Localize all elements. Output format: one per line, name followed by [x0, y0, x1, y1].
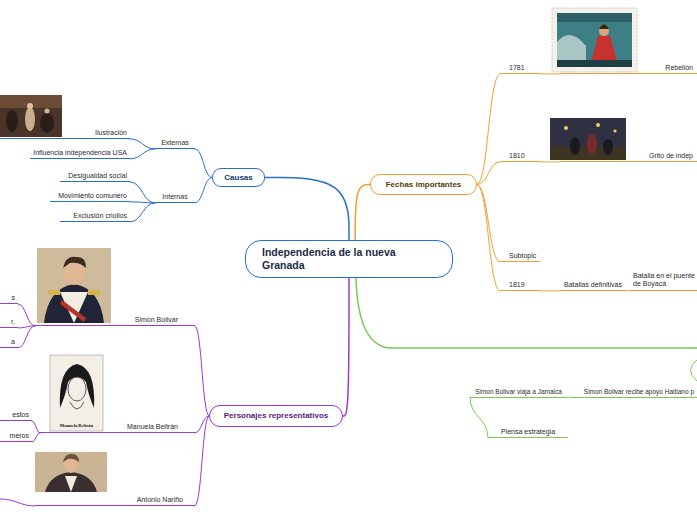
subtopic-line: Simon Bolivar recibe apoyo Haitiano p	[572, 387, 697, 398]
topic-box: Independencia de la nueva Granada	[245, 240, 453, 278]
topic-text: r,	[11, 318, 15, 326]
subtopic-line: Ilustración	[0, 128, 130, 139]
subtopic-line: Rebelión	[560, 63, 697, 74]
subtopic-line: Piensa estrategia	[488, 427, 568, 438]
topic-text: a	[11, 338, 15, 346]
branch-line	[0, 499, 35, 506]
topic-text: Ilustración	[95, 129, 127, 137]
branch-line	[195, 326, 209, 416]
branch-line	[477, 74, 500, 185]
subtopic-line: Desigualdad social	[60, 171, 130, 182]
branch-line	[32, 421, 40, 433]
subtopic-line: Internas	[155, 192, 195, 203]
topic-text: Simón Bolivar	[135, 316, 178, 324]
subtopic-line: 1781	[500, 63, 540, 74]
topic-text: s	[12, 294, 16, 302]
subtopic-line: Simón Bolivar	[35, 315, 195, 326]
topic-box: Personajes representativos	[209, 405, 343, 427]
topic-text: Piensa estrategia	[501, 428, 555, 436]
subtopic-line: a	[0, 337, 18, 348]
topic-text: Independencia de la nueva Granada	[262, 246, 412, 271]
bolivar-portrait	[37, 248, 111, 323]
branch-line	[356, 278, 697, 348]
branch-line	[470, 397, 488, 438]
subtopic-line: Batallas definitivas	[560, 280, 626, 291]
subtopic-line: Subtopic	[500, 251, 540, 262]
subtopic-line: Movimiento comunero	[50, 191, 130, 202]
subtopic-line: estos	[0, 410, 32, 421]
subtopic-line: 1819	[500, 280, 540, 291]
subtopic-line: Antonio Nariño	[35, 495, 195, 506]
narino-portrait	[35, 452, 107, 492]
subtopic-line: meros	[0, 431, 32, 442]
topic-text: 1819	[509, 281, 525, 289]
branch-line	[195, 149, 212, 178]
topic-text: Desigualdad social	[68, 172, 127, 180]
subtopic-line: 1810	[500, 151, 540, 162]
topic-text: Personajes representativos	[224, 411, 329, 421]
branch-line	[130, 202, 155, 203]
topic-box: Causas	[212, 168, 265, 187]
topic-text: meros	[10, 432, 29, 440]
branch-line	[18, 326, 35, 348]
branch-line	[195, 178, 212, 203]
painting-illustration	[0, 95, 62, 137]
branch-line	[130, 149, 155, 159]
topic-text: Rebelión	[665, 64, 693, 72]
topic-text: Externas	[161, 139, 189, 147]
topic-text: Manuela Beltrán	[127, 423, 178, 431]
branch-line	[130, 182, 155, 203]
topic-text: Simon Bolivar recibe apoyo Haitiano p	[584, 388, 694, 396]
topic-text: Influencia independencia USA	[33, 149, 127, 157]
branch-line	[355, 185, 370, 241]
subtopic-line: Exclusión criollos	[60, 211, 130, 222]
topic-text: 1781	[509, 64, 525, 72]
topic-text: 1810	[509, 152, 525, 160]
subtopic-line: Batalla en el puente de Boyacá	[629, 271, 697, 291]
branch-line	[540, 161, 560, 162]
subtopic-line: Externas	[155, 138, 195, 149]
topic-text: Movimiento comunero	[58, 192, 127, 200]
branch-line	[343, 278, 349, 416]
topic-text: Grito de indep	[649, 152, 693, 160]
topic-text: Exclusión criollos	[73, 212, 127, 220]
portrait-caption: Manuela Beltrán	[50, 423, 103, 428]
topic-text: Subtopic	[509, 252, 536, 260]
subtopic-line: s	[0, 293, 18, 304]
topic-text: Batallas definitivas	[564, 281, 622, 289]
branch-line	[130, 203, 155, 222]
branch-line	[130, 139, 155, 149]
beltran-sketch	[50, 355, 103, 431]
subtopic-line: Simon Bolivar viaja a Jamaica	[470, 387, 567, 398]
branch-line	[195, 416, 209, 506]
subtopic-line: Grito de indep	[560, 151, 697, 162]
topic-text: Antonio Nariño	[137, 496, 183, 504]
subtopic-line: r,	[0, 317, 18, 328]
branch-line	[18, 304, 35, 326]
branch-line	[477, 162, 500, 185]
topic-text: Fechas importantes	[386, 180, 462, 190]
topic-text: estos	[12, 411, 29, 419]
topic-text: Simon Bolivar viaja a Jamaica	[475, 388, 562, 396]
topic-text: Causas	[224, 173, 252, 183]
night-scene-illustration	[550, 118, 626, 160]
subtopic-line: Influencia independencia USA	[30, 148, 130, 159]
branch-line	[540, 290, 560, 291]
branch-line	[691, 360, 697, 381]
branch-line	[477, 185, 500, 291]
topic-text: Batalla en el puente de Boyacá	[633, 272, 695, 289]
branch-line	[540, 73, 560, 74]
branch-line	[477, 185, 500, 262]
topic-box: Fechas importantes	[370, 174, 477, 195]
branch-line	[32, 433, 40, 442]
topic-text: Internas	[162, 193, 187, 201]
branch-line	[265, 178, 349, 241]
